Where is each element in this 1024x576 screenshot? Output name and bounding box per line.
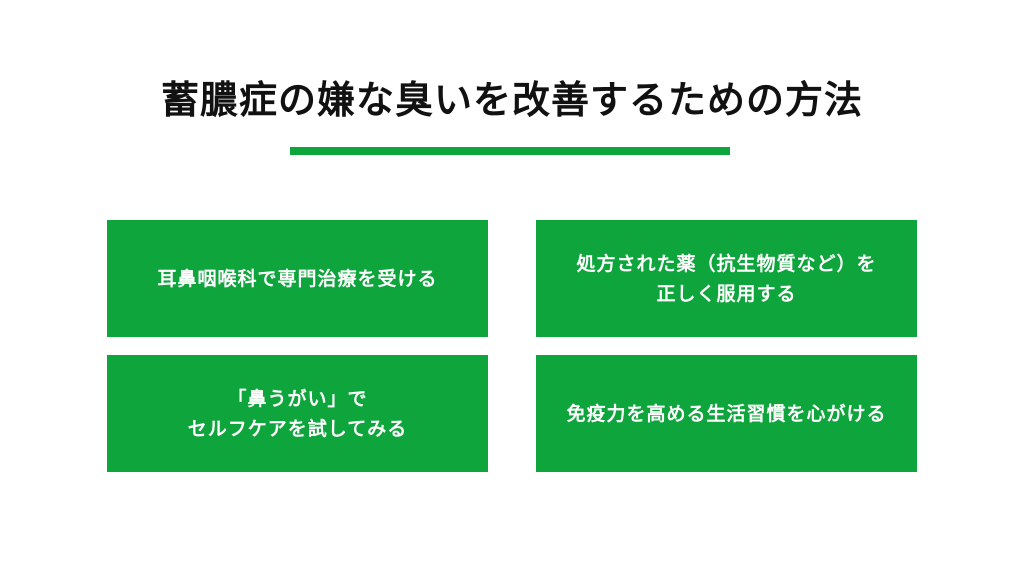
card-line: 処方された薬（抗生物質など）を xyxy=(576,252,877,275)
card-text: 免疫力を高める生活習慣を心がける xyxy=(566,399,886,429)
page-title: 蓄膿症の嫌な臭いを改善するための方法 xyxy=(160,78,863,122)
card-text: 処方された薬（抗生物質など）を 正しく服用する xyxy=(576,249,876,309)
method-card-ent-treatment: 耳鼻咽喉科で専門治療を受ける xyxy=(107,220,488,337)
card-line: 正しく服用する xyxy=(656,282,797,305)
card-text: 耳鼻咽喉科で専門治療を受ける xyxy=(157,264,437,294)
method-card-nasal-rinse: 「鼻うがい」で セルフケアを試してみる xyxy=(107,355,488,472)
card-text: 「鼻うがい」で セルフケアを試してみる xyxy=(188,384,407,444)
method-card-immunity-lifestyle: 免疫力を高める生活習慣を心がける xyxy=(536,355,917,472)
title-underline-divider xyxy=(290,147,730,155)
card-line: セルフケアを試してみる xyxy=(187,417,408,440)
card-line: 耳鼻咽喉科で専門治療を受ける xyxy=(157,267,438,290)
card-line: 「鼻うがい」で xyxy=(227,387,368,410)
method-card-prescribed-medicine: 処方された薬（抗生物質など）を 正しく服用する xyxy=(536,220,917,337)
card-line: 免疫力を高める生活習慣を心がける xyxy=(566,402,887,425)
